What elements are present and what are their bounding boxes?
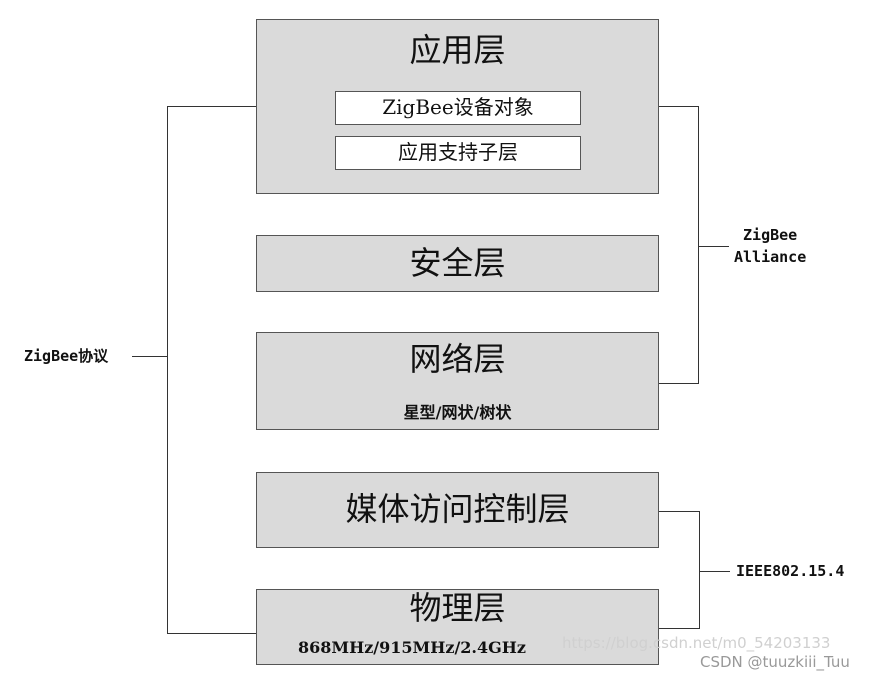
protocol-bracket-vertical	[167, 106, 168, 634]
alliance-label-tick	[699, 246, 729, 247]
security-layer-title: 安全层	[409, 244, 506, 282]
protocol-label-tick	[132, 356, 167, 357]
zigbee-alliance-line1: ZigBee	[743, 226, 798, 244]
ieee-label: IEEE802.15.4	[736, 562, 845, 580]
network-layer-title: 网络层	[409, 340, 506, 378]
ieee-bracket-vertical	[699, 511, 700, 629]
blog-url-watermark: https://blog.csdn.net/m0_54203133	[562, 634, 831, 652]
zigbee-protocol-label: ZigBee协议	[24, 347, 109, 365]
ieee-label-tick	[700, 571, 730, 572]
application-support-sublayer: 应用支持子层	[335, 136, 581, 170]
zigbee-alliance-label: ZigBee Alliance	[734, 224, 806, 268]
alliance-bracket-vertical	[698, 106, 699, 384]
physical-layer-title: 物理层	[409, 589, 506, 627]
network-layer: 网络层 星型/网状/树状	[256, 332, 659, 430]
mac-layer-title: 媒体访问控制层	[345, 490, 570, 528]
physical-layer: 物理层 868MHz/915MHz/2.4GHz	[256, 589, 659, 665]
application-layer-title: 应用层	[409, 31, 506, 69]
ieee-bracket-bottom	[659, 628, 700, 629]
alliance-bracket-bottom	[659, 383, 699, 384]
csdn-watermark: CSDN @tuuzkiii_Tuu	[700, 653, 850, 671]
network-topology-note: 星型/网状/树状	[403, 403, 512, 422]
physical-frequency-note: 868MHz/915MHz/2.4GHz	[297, 638, 526, 657]
protocol-bracket-bottom	[167, 633, 256, 634]
security-layer: 安全层	[256, 235, 659, 292]
protocol-bracket-top	[167, 106, 256, 107]
zigbee-device-object: ZigBee设备对象	[335, 91, 581, 125]
zigbee-alliance-line2: Alliance	[734, 248, 807, 266]
application-layer: 应用层 ZigBee设备对象 应用支持子层	[256, 19, 659, 194]
ieee-bracket-top	[659, 511, 700, 512]
mac-layer: 媒体访问控制层	[256, 472, 659, 548]
alliance-bracket-top	[659, 106, 699, 107]
